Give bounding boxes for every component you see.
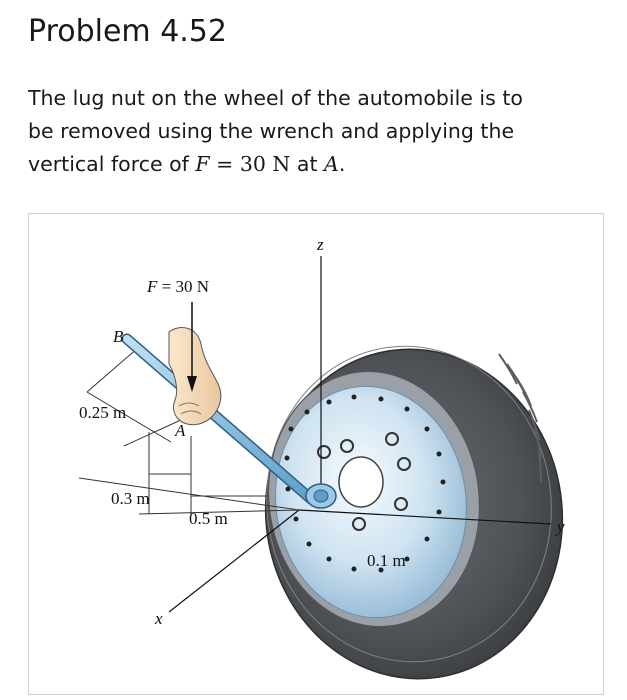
dimension-0-5-m: 0.5 m [189, 509, 228, 528]
dimension-0-25-m: 0.25 m [79, 403, 126, 422]
point-symbol: A [324, 152, 339, 176]
axis-x-label: x [154, 609, 163, 628]
point-a-label: A [174, 421, 186, 440]
statement-line-3: vertical force of F = 30 N at A. [28, 148, 608, 181]
figure-drawing: z y x [78, 235, 565, 680]
dimension-lines [78, 346, 300, 515]
wrench [121, 333, 337, 509]
problem-statement: The lug nut on the wheel of the automobi… [28, 82, 608, 181]
statement-line-1: The lug nut on the wheel of the automobi… [28, 86, 523, 110]
force-symbol: F [195, 152, 210, 176]
dimension-0-3-m: 0.3 m [111, 489, 150, 508]
force-label-value: = 30 N [157, 277, 209, 296]
force-value: = 30 N [209, 152, 291, 176]
force-label-symbol: F [146, 277, 158, 296]
force-arrow [187, 302, 197, 392]
wheel-rim [267, 370, 481, 628]
coordinate-axes [168, 256, 552, 613]
problem-title: Problem 4.52 [28, 14, 227, 49]
dimension-0-1-m: 0.1 m [367, 551, 406, 570]
axis-y-label: y [555, 517, 565, 536]
statement-line-2: be removed using the wrench and applying… [28, 119, 515, 143]
statement-line-3-mid: at [290, 152, 324, 176]
wheel-wrench-figure: z y x [28, 213, 604, 695]
point-b-label: B [113, 327, 124, 346]
statement-line-3-end: . [338, 152, 346, 176]
statement-line-3-prefix: vertical force of [28, 152, 196, 176]
axis-z-label: z [316, 235, 324, 254]
force-label: F = 30 N [146, 277, 209, 296]
